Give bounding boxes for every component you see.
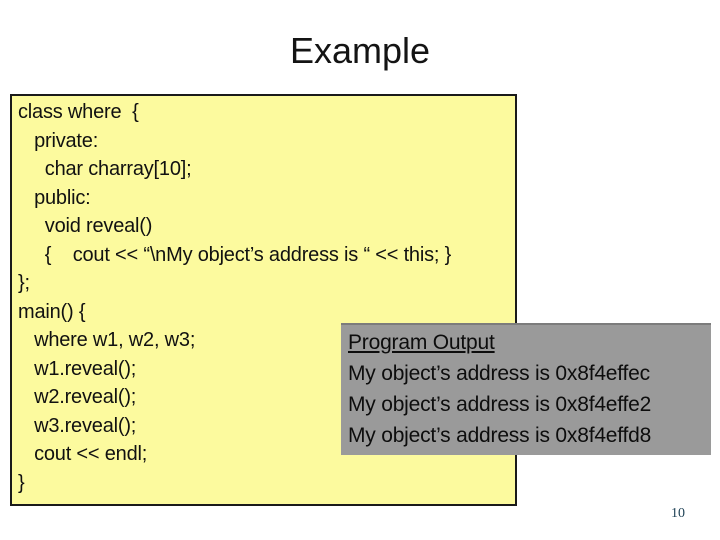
output-line: My object’s address is 0x8f4effec <box>348 362 650 385</box>
code-box: class where { private: char charray[10];… <box>10 94 517 506</box>
code-text: class where { private: char charray[10];… <box>18 101 452 494</box>
output-line: My object’s address is 0x8f4effe2 <box>348 393 652 416</box>
program-output-heading: Program Output <box>348 331 495 354</box>
slide-title: Example <box>289 30 431 71</box>
output-line: My object’s address is 0x8f4effd8 <box>348 424 652 447</box>
program-output-box: Program Output My object’s address is 0x… <box>341 323 711 455</box>
page-number: 10 <box>671 506 685 521</box>
